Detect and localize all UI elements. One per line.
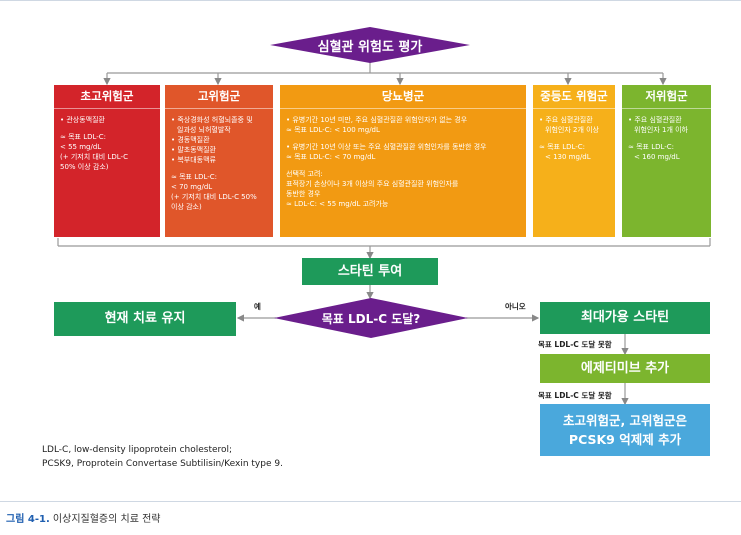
pcsk9-box: 초고위험군, 고위험군은 PCSK9 억제제 추가 xyxy=(540,404,710,456)
figure-caption: 그림 4-1. 이상지질혈증의 치료 전략 xyxy=(6,510,161,525)
group-line: < 55 mg/dL xyxy=(60,143,102,151)
group-header: 고위험군 xyxy=(165,85,273,109)
group-line: ≈ 목표 LDL-C: xyxy=(60,133,107,141)
group-diabetes: 당뇨병군 • 유병기간 10년 미만, 주요 심혈관질환 위험인자가 없는 경우… xyxy=(280,85,526,237)
ezetimibe-label: 에제티미브 추가 xyxy=(580,361,670,376)
group-line: < 130 mg/dL xyxy=(545,153,591,161)
group-line: < 70 mg/dL xyxy=(171,183,213,191)
group-line: 위험인자 2개 이상 xyxy=(545,126,599,134)
decision-label: 목표 LDL-C 도달? xyxy=(321,311,421,326)
group-line: 이상 감소) xyxy=(171,203,202,211)
footnote-ldl: LDL-C, low-density lipoprotein cholester… xyxy=(42,445,233,455)
statin-box: 스타틴 투여 xyxy=(302,258,438,285)
group-header: 중등도 위험군 xyxy=(533,85,615,109)
group-header: 초고위험군 xyxy=(54,85,160,109)
risk-assessment-diamond: 심혈관 위험도 평가 xyxy=(270,27,470,63)
connector-lines xyxy=(57,62,711,406)
diamond-shape xyxy=(270,27,470,63)
group-header: 저위험군 xyxy=(622,85,711,109)
group-line: • 주요 심혈관질환 xyxy=(628,116,682,124)
group-line: (+ 기저치 대비 LDL-C xyxy=(60,153,128,161)
pcsk9-line-1: 초고위험군, 고위험군은 xyxy=(562,413,688,428)
group-body: • 관상동맥질환 ≈ 목표 LDL-C: < 55 mg/dL (+ 기저치 대… xyxy=(54,109,160,172)
ezetimibe-box: 에제티미브 추가 xyxy=(540,354,710,383)
group-line: ≈ 목표 LDL-C: < 70 mg/dL xyxy=(286,153,376,161)
diamond-shape xyxy=(274,298,468,338)
group-line: 동반한 경우 xyxy=(286,190,321,198)
group-line: ≈ 목표 LDL-C: xyxy=(539,143,586,151)
group-line: • 복부대동맥류 xyxy=(171,156,216,164)
maintain-label: 현재 치료 유지 xyxy=(104,311,186,326)
group-very-high-risk: 초고위험군 • 관상동맥질환 ≈ 목표 LDL-C: < 55 mg/dL (+… xyxy=(54,85,160,237)
pcsk9-line-2: PCSK9 억제제 추가 xyxy=(568,432,682,447)
group-line: • 유병기간 10년 이상 또는 주요 심혈관질환 위험인자를 동반한 경우 xyxy=(286,143,487,151)
group-high-risk: 고위험군 • 죽상경화성 허혈뇌졸중 및 일과성 뇌허혈발작 • 경동맥질환 •… xyxy=(165,85,273,237)
group-body: • 주요 심혈관질환 위험인자 1개 이하 ≈ 목표 LDL-C: < 160 … xyxy=(622,109,711,162)
group-body: • 죽상경화성 허혈뇌졸중 및 일과성 뇌허혈발작 • 경동맥질환 • 말초동맥… xyxy=(165,109,273,212)
group-line: • 유병기간 10년 미만, 주요 심혈관질환 위험인자가 없는 경우 xyxy=(286,116,468,124)
group-line: • 경동맥질환 xyxy=(171,136,210,144)
group-line: (+ 기저치 대비 LDL-C 50% xyxy=(171,193,257,201)
group-line: 일과성 뇌허혈발작 xyxy=(177,126,231,134)
group-body: • 유병기간 10년 미만, 주요 심혈관질환 위험인자가 없는 경우 ≈ 목표… xyxy=(280,109,526,209)
decision-diamond: 목표 LDL-C 도달? xyxy=(274,298,468,338)
group-line: ≈ 목표 LDL-C: xyxy=(628,143,675,151)
group-line: • 관상동맥질환 xyxy=(60,116,105,124)
max-statin-label: 최대가용 스타틴 xyxy=(580,310,670,325)
not-reached-label-1: 목표 LDL-C 도달 못함 xyxy=(538,340,612,349)
group-line: 선택적 고려: xyxy=(286,170,323,178)
group-line: 표적장기 손상이나 3개 이상의 주요 심혈관질환 위험인자를 xyxy=(286,180,459,188)
group-moderate-risk: 중등도 위험군 • 주요 심혈관질환 위험인자 2개 이상 ≈ 목표 LDL-C… xyxy=(533,85,615,237)
group-line: ≈ 목표 LDL-C: < 100 mg/dL xyxy=(286,126,380,134)
not-reached-label-2: 목표 LDL-C 도달 못함 xyxy=(538,391,612,400)
group-body: • 주요 심혈관질환 위험인자 2개 이상 ≈ 목표 LDL-C: < 130 … xyxy=(533,109,615,162)
caption-text: 이상지질혈증의 치료 전략 xyxy=(49,514,161,525)
group-line: • 주요 심혈관질환 xyxy=(539,116,593,124)
max-statin-box: 최대가용 스타틴 xyxy=(540,302,710,334)
group-line: 위험인자 1개 이하 xyxy=(634,126,688,134)
statin-label: 스타틴 투여 xyxy=(337,264,403,279)
group-line: ≈ 목표 LDL-C: xyxy=(171,173,218,181)
group-line: 50% 이상 감소) xyxy=(60,163,109,171)
footnote-pcsk9: PCSK9, Proprotein Convertase Subtilisin/… xyxy=(42,459,283,469)
group-line: • 죽상경화성 허혈뇌졸중 및 xyxy=(171,116,253,124)
maintain-treatment-box: 현재 치료 유지 xyxy=(54,302,236,336)
no-label: 아니오 xyxy=(505,302,526,311)
group-line: < 160 mg/dL xyxy=(634,153,680,161)
risk-assessment-title: 심혈관 위험도 평가 xyxy=(317,39,423,55)
group-line: • 말초동맥질환 xyxy=(171,146,216,154)
caption-label: 그림 4-1. xyxy=(6,514,50,525)
group-line: ≈ LDL-C: < 55 mg/dL 고려가능 xyxy=(286,200,389,208)
yes-label: 예 xyxy=(254,302,261,311)
group-low-risk: 저위험군 • 주요 심혈관질환 위험인자 1개 이하 ≈ 목표 LDL-C: <… xyxy=(622,85,711,237)
group-header: 당뇨병군 xyxy=(280,85,526,109)
